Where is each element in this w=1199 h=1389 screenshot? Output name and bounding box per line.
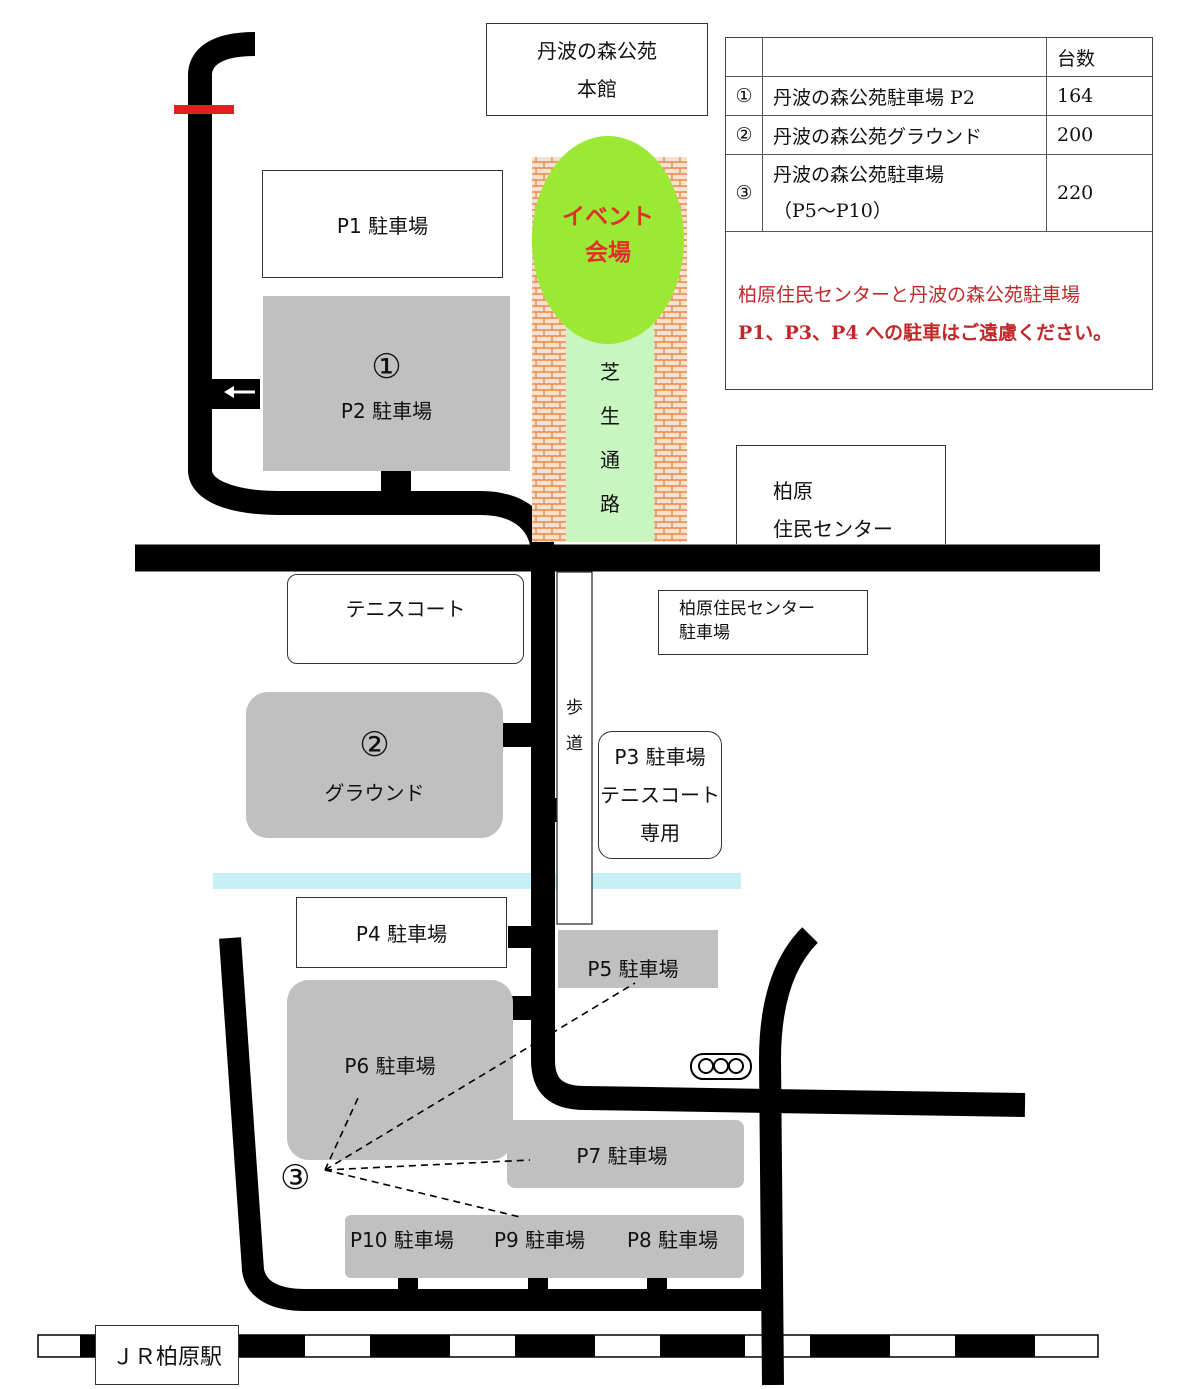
legend-row: ① 丹波の森公苑駐車場 P2 164 xyxy=(726,76,1152,116)
jr-kaibara-station: ＪＲ柏原駅 xyxy=(95,1325,239,1385)
p1-parking: P1 駐車場 xyxy=(262,170,503,278)
p6-label: P6 駐車場 xyxy=(344,1054,436,1078)
event-line2: 会場 xyxy=(585,240,631,266)
lawn-char-2: 生 xyxy=(600,404,620,428)
legend-num: ② xyxy=(726,115,763,155)
p7-area xyxy=(507,1120,744,1188)
road-network xyxy=(135,32,1100,1386)
p1-label: P1 駐車場 xyxy=(336,213,429,238)
legend-header-blank2 xyxy=(762,38,1047,77)
p2-label: P2 駐車場 xyxy=(340,398,433,423)
arrow-left-icon xyxy=(224,386,255,398)
honkan-line2: 本館 xyxy=(577,76,617,101)
lawn-char-4: 路 xyxy=(600,492,620,516)
p5-area xyxy=(558,930,718,988)
event-venue: イベント 会場 xyxy=(536,200,680,270)
p8-label: P8 駐車場 xyxy=(627,1228,719,1252)
notice-line2: P1、P3、P4 への駐車はご遠慮ください。 xyxy=(738,322,1113,344)
p6-area xyxy=(287,980,513,1160)
legend-name: 丹波の森公苑駐車場 （P5～P10） xyxy=(762,154,1047,232)
p7-label: P7 駐車場 xyxy=(576,1144,668,1168)
sidewalk-char-1: 歩 xyxy=(566,698,583,718)
legend-name-line1: 丹波の森公苑駐車場 xyxy=(773,164,945,186)
legend-row: ② 丹波の森公苑グラウンド 200 xyxy=(726,115,1152,155)
event-venue-area xyxy=(532,136,684,344)
traffic-signal-icon xyxy=(690,1053,752,1080)
p10-label: P10 駐車場 xyxy=(350,1228,454,1252)
sidewalk-label: 歩 道 xyxy=(557,690,592,762)
residents-center: 柏原 住民センター xyxy=(736,445,946,544)
legend-name: 丹波の森公苑駐車場 P2 xyxy=(762,76,1047,116)
sidewalk-char-2: 道 xyxy=(566,734,583,754)
honkan-building: 丹波の森公苑 本館 xyxy=(486,23,708,116)
legend-table: 台数 ① 丹波の森公苑駐車場 P2 164 ② 丹波の森公苑グラウンド 200 … xyxy=(726,38,1152,232)
tennis-court: テニスコート xyxy=(287,574,524,664)
notice-line1: 柏原住民センターと丹波の森公苑駐車場 xyxy=(738,284,1081,306)
legend-count: 200 xyxy=(1046,115,1152,155)
event-line1: イベント xyxy=(562,204,654,230)
legend-num: ③ xyxy=(726,154,763,232)
road-closed-marker xyxy=(174,105,234,114)
river xyxy=(213,873,741,889)
railway xyxy=(37,1334,1099,1358)
legend-count: 164 xyxy=(1046,76,1152,116)
center-parking: 柏原住民センター 駐車場 xyxy=(658,590,868,655)
ground-number: ② xyxy=(359,724,390,765)
p5-p10-group-number: ③ xyxy=(280,1158,311,1198)
p9-label: P9 駐車場 xyxy=(494,1228,586,1252)
p3-parking: P3 駐車場 テニスコート 専用 xyxy=(598,731,722,859)
ground-label: グラウンド xyxy=(324,780,425,805)
legend-header-row: 台数 xyxy=(726,38,1152,77)
lawn-char-3: 通 xyxy=(600,448,620,472)
parking-notice: 柏原住民センターと丹波の森公苑駐車場 P1、P3、P4 への駐車はご遠慮ください… xyxy=(726,232,1152,352)
center-line1: 柏原 xyxy=(773,479,813,503)
p5-label: P5 駐車場 xyxy=(587,957,679,981)
p3-tennis: テニスコート xyxy=(600,783,720,807)
ground: ② グラウンド xyxy=(246,710,503,820)
center-parking-line2: 駐車場 xyxy=(679,623,730,643)
p2-number: ① xyxy=(371,346,402,387)
p3-label: P3 駐車場 xyxy=(614,745,706,769)
center-parking-line1: 柏原住民センター xyxy=(679,599,815,619)
honkan-line1: 丹波の森公苑 xyxy=(537,38,657,63)
p8-p10-area xyxy=(345,1215,744,1278)
ground-area xyxy=(246,692,503,838)
legend-num: ① xyxy=(726,76,763,116)
sidewalk xyxy=(556,571,593,925)
legend-header-count: 台数 xyxy=(1046,38,1152,77)
lawn-char-1: 芝 xyxy=(600,360,620,384)
parking-legend: 台数 ① 丹波の森公苑駐車場 P2 164 ② 丹波の森公苑グラウンド 200 … xyxy=(725,37,1153,390)
legend-name: 丹波の森公苑グラウンド xyxy=(762,115,1047,155)
lawn-path-label: 芝 生 通 路 xyxy=(588,352,632,524)
p4-parking: P4 駐車場 xyxy=(296,897,507,968)
p3-exclusive: 専用 xyxy=(640,821,680,845)
p2-parking: ① P2 駐車場 xyxy=(263,335,510,435)
legend-header-blank1 xyxy=(726,38,763,77)
legend-count: 220 xyxy=(1046,154,1152,232)
center-line2: 住民センター xyxy=(773,517,893,541)
p4-label: P4 駐車場 xyxy=(355,922,448,946)
tennis-label: テニスコート xyxy=(345,597,466,621)
station-label: ＪＲ柏原駅 xyxy=(111,1345,222,1370)
legend-row: ③ 丹波の森公苑駐車場 （P5～P10） 220 xyxy=(726,154,1152,232)
p2-area xyxy=(263,296,510,471)
pointer-lines xyxy=(324,982,636,1218)
legend-name-line2: （P5～P10） xyxy=(773,200,892,222)
